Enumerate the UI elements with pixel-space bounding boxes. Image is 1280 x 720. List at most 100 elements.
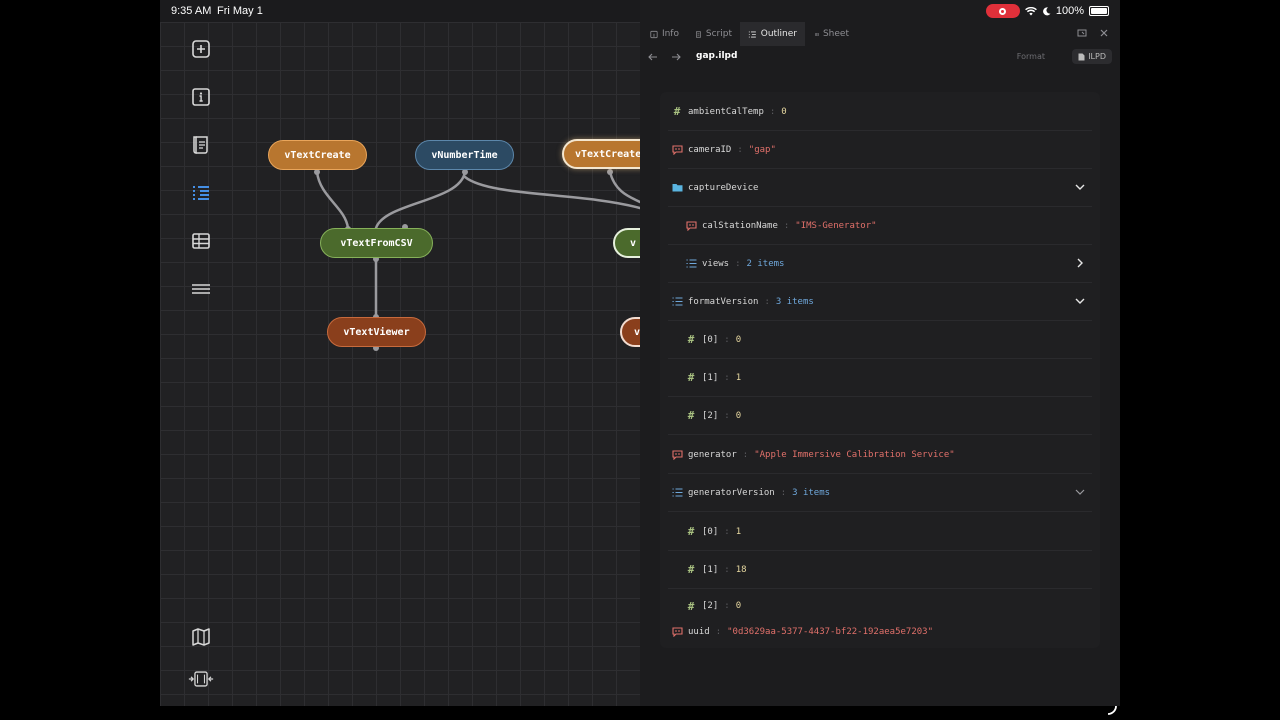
outline-row-uuid[interactable]: uuid : "0d3629aa-5377-4437-bf22-192aea5e… bbox=[668, 622, 1092, 642]
outline-row-calstationname[interactable]: calStationName : "IMS-Generator" bbox=[668, 207, 1092, 245]
tab-script-label: Script bbox=[705, 29, 732, 39]
row-key: [1] bbox=[702, 372, 719, 383]
row-key: ambientCalTemp bbox=[688, 106, 764, 117]
row-separator: : bbox=[724, 334, 730, 345]
outline-row-formatversion[interactable]: formatVersion : 3 items bbox=[668, 283, 1092, 321]
panel-tabs: Info Script Outliner Sheet bbox=[640, 22, 1120, 46]
outline-row-generatorversion-2[interactable]: # [2] : 0 bbox=[668, 589, 1092, 623]
outline-row-formatversion-2[interactable]: # [2] : 0 bbox=[668, 397, 1092, 435]
node-canvas[interactable]: vTextCreate vNumberTime vTextCreate vTex… bbox=[160, 22, 640, 706]
row-value: 3 items bbox=[792, 487, 831, 498]
fit-view-icon[interactable] bbox=[188, 666, 214, 692]
node-brown-partial[interactable]: v bbox=[620, 317, 640, 347]
outline-row-formatversion-1[interactable]: # [1] : 1 bbox=[668, 359, 1092, 397]
sheet-icon[interactable] bbox=[188, 228, 214, 254]
tab-outliner-label: Outliner bbox=[760, 29, 797, 39]
row-value: 2 items bbox=[746, 258, 785, 269]
node-number-time[interactable]: vNumberTime bbox=[415, 140, 514, 170]
row-separator: : bbox=[764, 296, 770, 307]
resize-handle-icon[interactable] bbox=[1106, 704, 1118, 716]
row-separator: : bbox=[737, 144, 743, 155]
info-icon[interactable] bbox=[188, 84, 214, 110]
edge-textcreate2-to-green bbox=[608, 170, 640, 204]
map-icon[interactable] bbox=[188, 624, 214, 650]
outline-row-generatorversion-1[interactable]: # [1] : 18 bbox=[668, 551, 1092, 589]
row-key: [1] bbox=[702, 564, 719, 575]
outline-row-views[interactable]: views : 2 items bbox=[668, 245, 1092, 283]
status-date: Fri May 1 bbox=[217, 5, 263, 17]
screen-recording-icon[interactable] bbox=[985, 4, 1020, 18]
node-text-create[interactable]: vTextCreate bbox=[268, 140, 367, 170]
node-text-viewer[interactable]: vTextViewer bbox=[327, 317, 426, 347]
window-buttons bbox=[1076, 27, 1110, 39]
row-value: "IMS-Generator" bbox=[795, 220, 877, 231]
row-value: 0 bbox=[781, 106, 787, 117]
row-separator: : bbox=[735, 258, 741, 269]
number-icon: # bbox=[673, 105, 681, 118]
tab-info-label: Info bbox=[661, 29, 679, 39]
list-icon bbox=[682, 257, 700, 271]
string-icon bbox=[668, 625, 686, 639]
outline-row-generator[interactable]: generator : "Apple Immersive Calibration… bbox=[668, 436, 1092, 474]
tab-info[interactable]: Info bbox=[642, 22, 687, 46]
sheet-tab-icon bbox=[815, 32, 819, 36]
row-value: 1 bbox=[735, 372, 742, 383]
format-label: Format bbox=[1016, 52, 1045, 61]
tab-script[interactable]: Script bbox=[687, 22, 740, 46]
row-key: views bbox=[702, 258, 730, 269]
number-icon: # bbox=[687, 409, 695, 422]
detach-window-icon[interactable] bbox=[1076, 27, 1088, 39]
row-separator: : bbox=[769, 106, 776, 117]
add-node-icon[interactable] bbox=[188, 36, 214, 62]
node-green-partial[interactable]: v bbox=[613, 228, 640, 258]
script-icon[interactable] bbox=[188, 132, 214, 158]
row-separator: : bbox=[724, 410, 730, 421]
chevron-down-icon[interactable] bbox=[1074, 295, 1086, 307]
outliner-icon[interactable] bbox=[188, 180, 214, 206]
close-icon[interactable] bbox=[1098, 27, 1110, 39]
row-key: formatVersion bbox=[688, 296, 759, 307]
chevron-right-icon[interactable] bbox=[1074, 257, 1086, 269]
left-toolbar bbox=[160, 22, 240, 706]
string-icon bbox=[668, 448, 686, 462]
row-key: captureDevice bbox=[688, 182, 759, 193]
outline-row-generatorversion-0[interactable]: # [0] : 1 bbox=[668, 513, 1092, 551]
inspector-panel: Info Script Outliner Sheet gap.ilpd For bbox=[640, 0, 1120, 706]
row-key: generatorVersion bbox=[688, 487, 775, 498]
row-key: [2] bbox=[702, 410, 719, 421]
wifi-icon bbox=[1024, 6, 1037, 15]
tab-outliner[interactable]: Outliner bbox=[740, 22, 805, 46]
node-text-from-csv[interactable]: vTextFromCSV bbox=[320, 228, 433, 258]
row-key: generator bbox=[688, 449, 737, 460]
node-text-create-2[interactable]: vTextCreate bbox=[562, 139, 640, 169]
menu-icon[interactable] bbox=[188, 276, 214, 302]
string-icon bbox=[668, 143, 686, 157]
status-right: 100% bbox=[985, 4, 1109, 18]
list-icon bbox=[668, 486, 686, 500]
ipad-screen: 9:35 AM Fri May 1 100% bbox=[160, 0, 1120, 706]
forward-arrow-icon[interactable] bbox=[669, 50, 683, 64]
edge-numbertime-to-green bbox=[463, 175, 640, 210]
outline-row-capturedevice[interactable]: captureDevice bbox=[668, 169, 1092, 207]
row-separator: : bbox=[724, 526, 730, 537]
battery-icon bbox=[1089, 6, 1109, 16]
outline-row-ambientcaltemp[interactable]: # ambientCalTemp : 0 bbox=[668, 93, 1092, 131]
format-badge[interactable]: ILPD bbox=[1072, 49, 1112, 64]
row-separator: : bbox=[780, 487, 787, 498]
row-value: 0 bbox=[735, 410, 742, 421]
battery-percent: 100% bbox=[1055, 5, 1084, 17]
number-icon: # bbox=[687, 563, 695, 576]
chevron-down-icon[interactable] bbox=[1074, 181, 1086, 193]
outline-row-cameraid[interactable]: cameraID : "gap" bbox=[668, 131, 1092, 169]
back-arrow-icon[interactable] bbox=[646, 50, 660, 64]
outline-row-formatversion-0[interactable]: # [0] : 0 bbox=[668, 321, 1092, 359]
tab-sheet-label: Sheet bbox=[822, 29, 849, 39]
tab-sheet[interactable]: Sheet bbox=[807, 22, 857, 46]
status-time: 9:35 AM bbox=[171, 5, 212, 17]
moon-icon bbox=[1042, 6, 1051, 15]
row-key: [0] bbox=[702, 526, 719, 537]
row-separator: : bbox=[715, 627, 722, 637]
number-icon: # bbox=[687, 333, 695, 346]
chevron-down-icon[interactable] bbox=[1074, 486, 1086, 498]
outline-row-generatorversion[interactable]: generatorVersion : 3 items bbox=[668, 474, 1092, 512]
